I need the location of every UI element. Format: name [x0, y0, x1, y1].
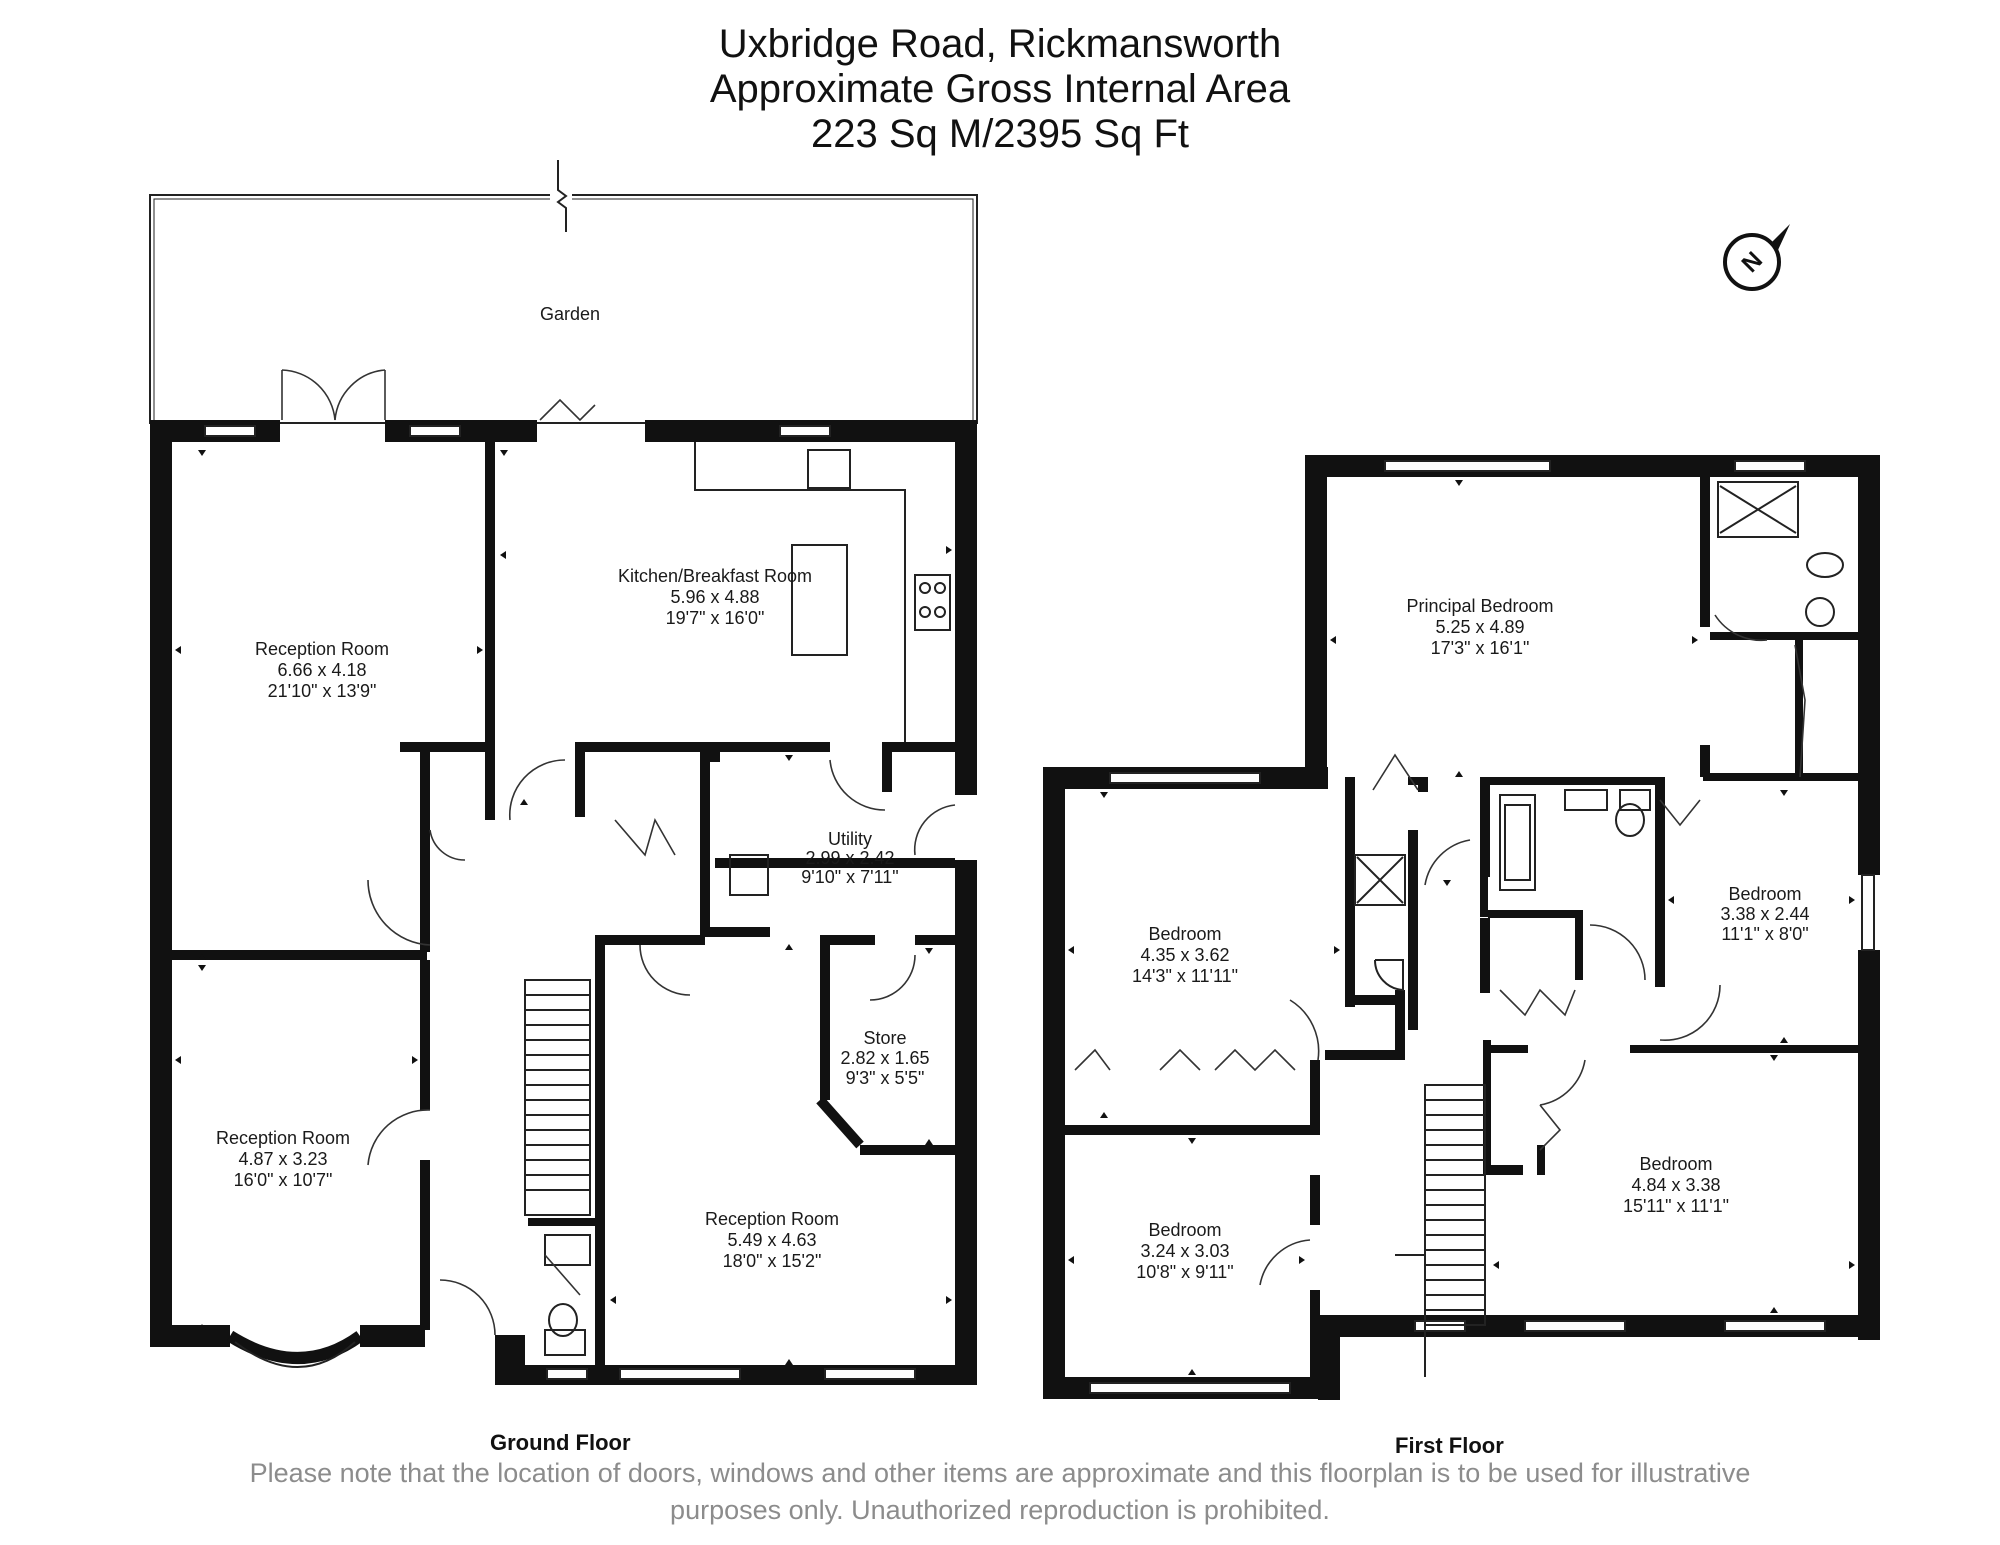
- compass-icon: N: [1723, 224, 1790, 291]
- garden-label: Garden: [540, 304, 600, 324]
- room-name: Kitchen/Breakfast Room: [618, 566, 812, 586]
- disclaimer: Please note that the location of doors, …: [140, 1455, 1860, 1529]
- room-name: Principal Bedroom: [1406, 596, 1553, 616]
- ground-floor-plan: Garden Reception Room 6.66 x 4.18 21'10"…: [149, 160, 978, 1385]
- room-name: Reception Room: [216, 1128, 350, 1148]
- room-name: Bedroom: [1148, 924, 1221, 944]
- room-metric: 5.25 x 4.89: [1435, 617, 1524, 637]
- room-name: Reception Room: [255, 639, 389, 659]
- room-metric: 4.84 x 3.38: [1631, 1175, 1720, 1195]
- first-floor-label: First Floor: [1395, 1433, 1504, 1458]
- room-metric: 3.38 x 2.44: [1720, 904, 1809, 924]
- room-name: Utility: [828, 829, 872, 849]
- room-imperial: 10'8" x 9'11": [1136, 1262, 1233, 1282]
- area-heading: Approximate Gross Internal Area: [709, 67, 1291, 111]
- room-name: Store: [863, 1028, 906, 1048]
- room-metric: 4.35 x 3.62: [1140, 945, 1229, 965]
- room-name: Bedroom: [1639, 1154, 1712, 1174]
- room-imperial: 14'3" x 11'11": [1132, 966, 1238, 986]
- room-metric: 3.24 x 3.03: [1140, 1241, 1229, 1261]
- break-line-icon: [556, 160, 568, 232]
- room-metric: 5.96 x 4.88: [670, 587, 759, 607]
- room-imperial: 9'10" x 7'11": [801, 867, 898, 887]
- stairs-first: [1395, 1084, 1486, 1377]
- title-block: Uxbridge Road, Rickmansworth Approximate…: [0, 22, 2000, 157]
- room-metric: 6.66 x 4.18: [277, 660, 366, 680]
- compass-north-label: N: [1737, 247, 1768, 278]
- room-name: Reception Room: [705, 1209, 839, 1229]
- room-imperial: 17'3" x 16'1": [1431, 638, 1530, 658]
- property-address: Uxbridge Road, Rickmansworth: [718, 22, 1282, 66]
- room-imperial: 21'10" x 13'9": [268, 681, 377, 701]
- room-imperial: 19'7" x 16'0": [666, 608, 765, 628]
- room-name: Bedroom: [1728, 884, 1801, 904]
- area-value: 223 Sq M/2395 Sq Ft: [810, 112, 1189, 156]
- disclaimer-line-2: purposes only. Unauthorized reproduction…: [670, 1495, 1330, 1525]
- room-metric: 2.82 x 1.65: [840, 1048, 929, 1068]
- first-floor-plan: Principal Bedroom 5.25 x 4.89 17'3" x 16…: [1043, 455, 1880, 1400]
- room-metric: 5.49 x 4.63: [727, 1230, 816, 1250]
- room-metric: 4.87 x 3.23: [238, 1149, 327, 1169]
- stairs-ground: [524, 979, 591, 1216]
- room-imperial: 15'11" x 11'1": [1623, 1196, 1729, 1216]
- room-metric: 2.99 x 2.42: [805, 848, 894, 868]
- room-imperial: 18'0" x 15'2": [723, 1251, 822, 1271]
- ground-floor-label: Ground Floor: [490, 1430, 631, 1455]
- room-name: Bedroom: [1148, 1220, 1221, 1240]
- disclaimer-line-1: Please note that the location of doors, …: [249, 1458, 1751, 1488]
- room-imperial: 16'0" x 10'7": [234, 1170, 333, 1190]
- room-imperial: 9'3" x 5'5": [846, 1068, 925, 1088]
- room-imperial: 11'1" x 8'0": [1721, 924, 1808, 944]
